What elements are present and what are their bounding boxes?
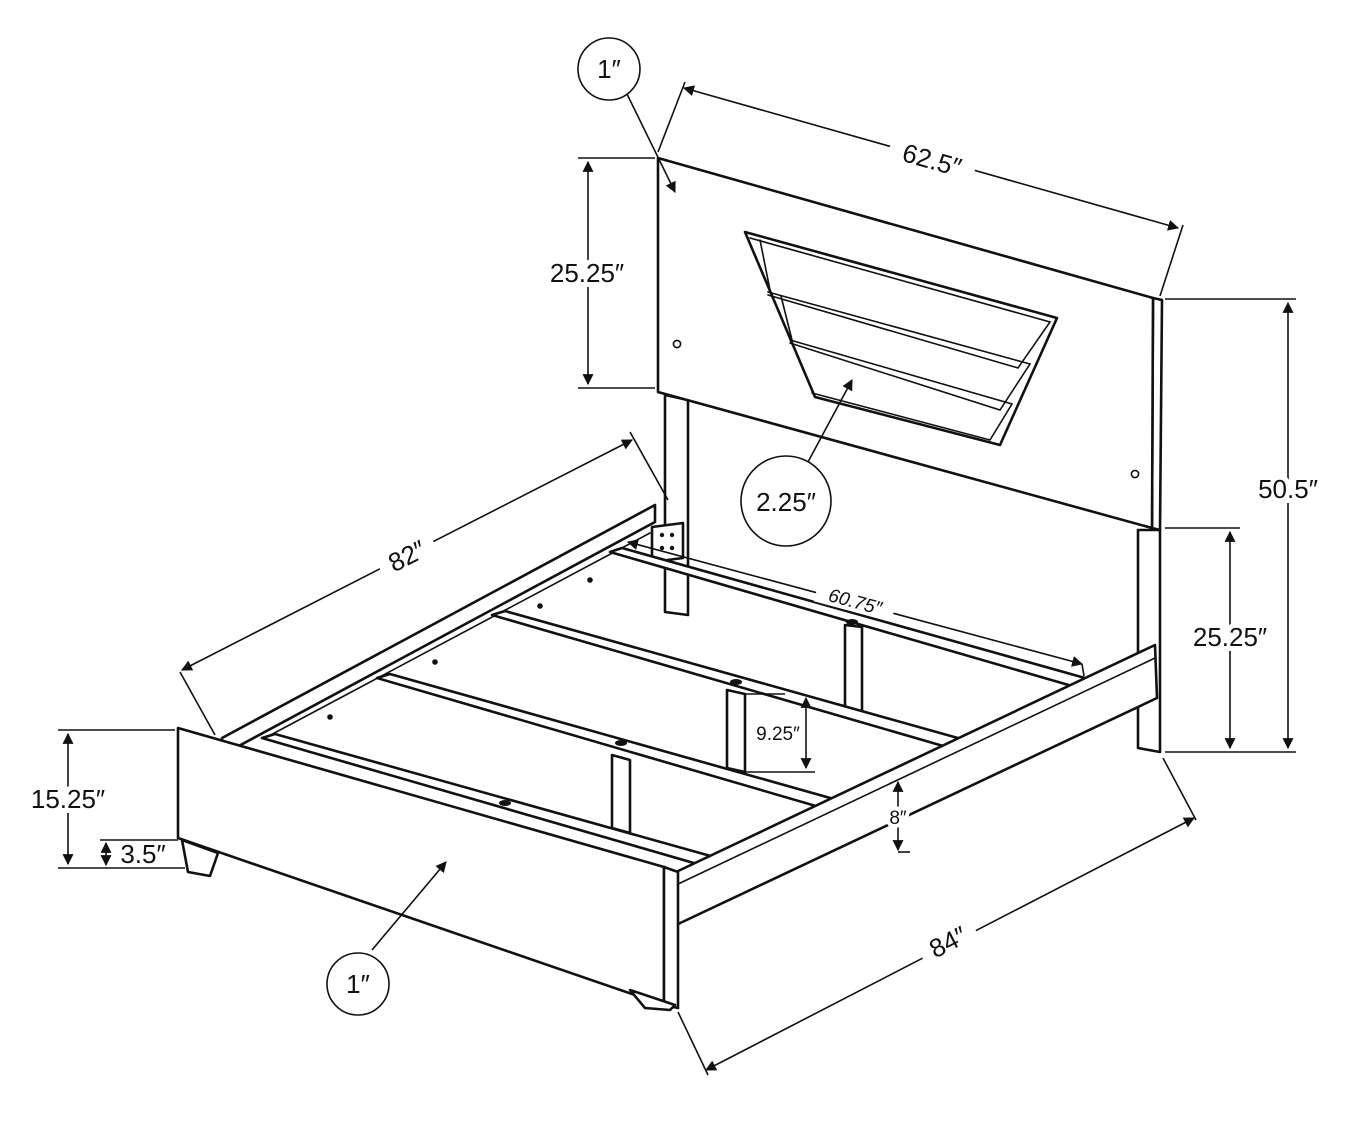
label-slat-clearance: 9.25″ [756,724,800,745]
callout-panel-depth: 2.25″ [740,455,832,547]
foot-leg-left [180,838,220,878]
label-rail-height: 8″ [889,808,907,829]
headboard-left-leg [663,393,690,617]
callout-panel-depth-text: 2.25″ [756,487,816,517]
dimension-labels: 62.5″ 25.25″ 50.5″ 25.25″ 82″ 84″ 60.75″… [26,128,1323,969]
label-headboard-width: 62.5″ [899,137,965,182]
headboard-bolt-hole-right [1130,469,1140,479]
callout-headboard-thickness-text: 1″ [597,54,621,84]
footboard [176,726,666,1007]
slat-support [610,753,632,835]
label-foot-leg: 3.5″ [120,839,165,869]
footboard-edge [662,865,680,1010]
callout-footboard-thickness: 1″ [326,952,390,1016]
foot-leg-right [628,988,677,1012]
headboard-right-leg [1136,528,1162,754]
label-headboard-panel-height: 25.25″ [550,258,624,288]
callout-headboard-thickness: 1″ [577,37,641,101]
label-leg-height: 25.25″ [1193,622,1267,652]
label-total-height: 50.5″ [1258,474,1318,504]
headboard-bolt-hole-left [672,339,682,349]
slat-support [843,623,864,714]
callout-footboard-thickness-text: 1″ [346,969,370,999]
label-footboard-height: 15.25″ [31,784,105,814]
headboard-inset [743,230,1059,447]
headboard [650,156,1164,754]
slat-support [725,688,747,774]
left-side-rail [220,503,657,757]
